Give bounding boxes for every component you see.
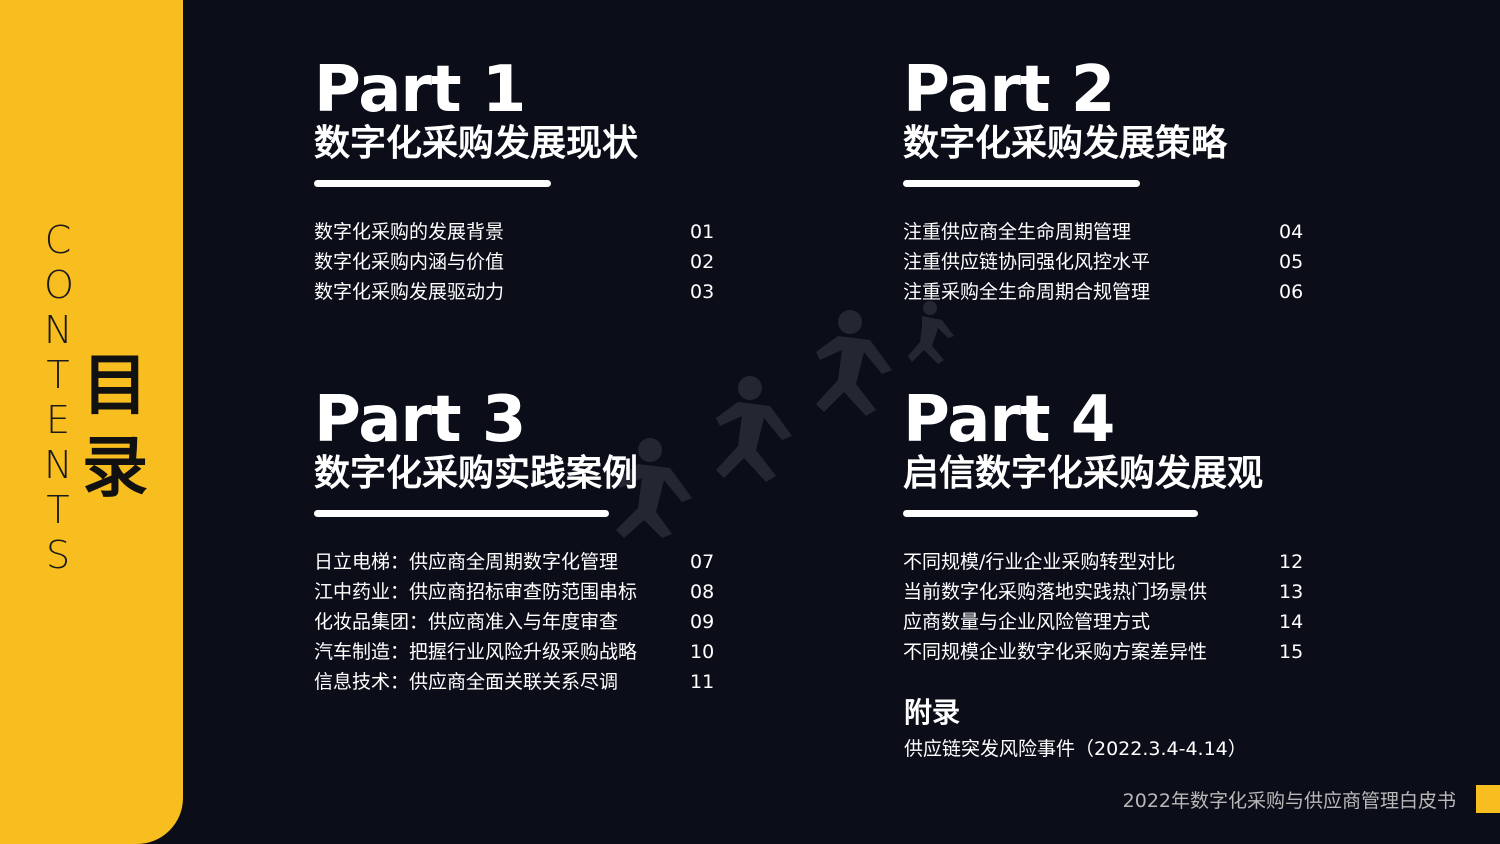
part-3-title: Part 3: [314, 383, 526, 457]
part-2-title: Part 2: [903, 53, 1115, 127]
toc-item-label: 不同规模企业数字化采购方案差异性: [903, 641, 1208, 663]
part-2-subtitle: 数字化采购发展策略: [903, 123, 1228, 164]
toc-item-page: 02: [690, 251, 715, 273]
toc-item-label: 数字化采购的发展背景: [314, 221, 505, 243]
sidebar: C O N T E N T S 目 录: [0, 0, 183, 844]
catalog-char: 目: [82, 347, 148, 424]
toc-item[interactable]: 数字化采购的发展背景 01: [314, 217, 720, 247]
toc-item-label: 化妆品集团：供应商准入与年度审查: [314, 611, 619, 633]
contents-letter: T: [46, 488, 70, 532]
part-3-divider: [314, 510, 609, 517]
appendix-section: 附录 供应链突发风险事件（2022.3.4-4.14）: [904, 694, 1247, 766]
toc-item-page: 08: [690, 581, 715, 603]
toc-item-label: 数字化采购内涵与价值: [314, 251, 505, 273]
toc-item-label: 注重供应商全生命周期管理: [903, 221, 1132, 243]
catalog-heading: 目 录: [80, 345, 150, 509]
toc-item-label: 日立电梯：供应商全周期数字化管理: [314, 551, 619, 573]
toc-item[interactable]: 当前数字化采购落地实践热门场景供 13: [903, 577, 1309, 607]
toc-item-page: 11: [690, 671, 715, 693]
toc-item-page: 05: [1279, 251, 1304, 273]
contents-letter: N: [44, 443, 73, 487]
part-2-toc-list: 注重供应商全生命周期管理 04 注重供应链协同强化风控水平 05 注重采购全生命…: [903, 217, 1309, 307]
toc-item-page: 06: [1279, 281, 1304, 303]
contents-letter: E: [45, 398, 70, 442]
toc-item-page: 01: [690, 221, 715, 243]
toc-item[interactable]: 化妆品集团：供应商准入与年度审查 09: [314, 607, 720, 637]
contents-letter: C: [44, 218, 72, 262]
part-1-toc-list: 数字化采购的发展背景 01 数字化采购内涵与价值 02 数字化采购发展驱动力 0…: [314, 217, 720, 307]
appendix-title: 附录: [904, 696, 961, 729]
catalog-char: 录: [82, 429, 148, 506]
contents-vertical-label: C O N T E N T S: [44, 218, 74, 578]
toc-item-page: 15: [1279, 641, 1304, 663]
toc-item-page: 13: [1279, 581, 1304, 603]
part-1-subtitle: 数字化采购发展现状: [314, 123, 639, 164]
contents-letter: S: [45, 533, 71, 577]
toc-item[interactable]: 汽车制造：把握行业风险升级采购战略 10: [314, 637, 720, 667]
contents-letter: T: [46, 353, 70, 397]
toc-item[interactable]: 日立电梯：供应商全周期数字化管理 07: [314, 547, 720, 577]
part-4-divider: [903, 510, 1198, 517]
running-figures-watermark-icon: [616, 301, 954, 538]
toc-item-page: 09: [690, 611, 715, 633]
toc-item-label: 汽车制造：把握行业风险升级采购战略: [314, 641, 638, 663]
toc-item[interactable]: 注重供应链协同强化风控水平 05: [903, 247, 1309, 277]
toc-item[interactable]: 不同规模企业数字化采购方案差异性 15: [903, 637, 1309, 667]
part-4-section: Part 4 启信数字化采购发展观 不同规模/行业企业采购转型对比 12 当前数…: [903, 388, 1309, 667]
part-3-section: Part 3 数字化采购实践案例 日立电梯：供应商全周期数字化管理 07 江中药…: [314, 388, 720, 697]
footer-accent-mark: [1476, 785, 1500, 813]
toc-item-label: 江中药业：供应商招标审查防范围串标: [314, 581, 638, 603]
part-1-section: Part 1 数字化采购发展现状 数字化采购的发展背景 01 数字化采购内涵与价…: [314, 58, 720, 307]
toc-item[interactable]: 数字化采购内涵与价值 02: [314, 247, 720, 277]
part-4-subtitle: 启信数字化采购发展观: [903, 453, 1264, 494]
toc-item[interactable]: 信息技术：供应商全面关联关系尽调 11: [314, 667, 720, 697]
toc-item-label: 不同规模/行业企业采购转型对比: [903, 551, 1176, 573]
toc-item-page: 07: [690, 551, 715, 573]
toc-item-page: 10: [690, 641, 715, 663]
toc-item[interactable]: 注重供应商全生命周期管理 04: [903, 217, 1309, 247]
appendix-item[interactable]: 供应链突发风险事件（2022.3.4-4.14）: [904, 738, 1247, 760]
footer-document-title: 2022年数字化采购与供应商管理白皮书: [1122, 790, 1456, 812]
toc-item-label: 应商数量与企业风险管理方式: [903, 611, 1151, 633]
toc-item[interactable]: 应商数量与企业风险管理方式 14: [903, 607, 1309, 637]
toc-item-label: 数字化采购发展驱动力: [314, 281, 505, 303]
toc-item[interactable]: 江中药业：供应商招标审查防范围串标 08: [314, 577, 720, 607]
part-1-divider: [314, 180, 551, 187]
part-2-divider: [903, 180, 1140, 187]
toc-item-label: 当前数字化采购落地实践热门场景供: [903, 581, 1208, 603]
toc-item[interactable]: 注重采购全生命周期合规管理 06: [903, 277, 1309, 307]
toc-item-label: 注重供应链协同强化风控水平: [903, 251, 1151, 273]
toc-item-label: 信息技术：供应商全面关联关系尽调: [314, 671, 619, 693]
toc-item-label: 注重采购全生命周期合规管理: [903, 281, 1151, 303]
toc-item-page: 03: [690, 281, 715, 303]
toc-item-page: 04: [1279, 221, 1304, 243]
part-4-title: Part 4: [903, 383, 1115, 457]
part-2-section: Part 2 数字化采购发展策略 注重供应商全生命周期管理 04 注重供应链协同…: [903, 58, 1309, 307]
part-1-title: Part 1: [314, 53, 526, 127]
toc-item-page: 12: [1279, 551, 1304, 573]
part-4-toc-list: 不同规模/行业企业采购转型对比 12 当前数字化采购落地实践热门场景供 13 应…: [903, 547, 1309, 667]
contents-letter: N: [44, 308, 73, 352]
toc-item[interactable]: 数字化采购发展驱动力 03: [314, 277, 720, 307]
toc-item[interactable]: 不同规模/行业企业采购转型对比 12: [903, 547, 1309, 577]
part-3-toc-list: 日立电梯：供应商全周期数字化管理 07 江中药业：供应商招标审查防范围串标 08…: [314, 547, 720, 697]
toc-item-page: 14: [1279, 611, 1304, 633]
part-3-subtitle: 数字化采购实践案例: [314, 453, 639, 494]
contents-letter: O: [44, 263, 74, 307]
